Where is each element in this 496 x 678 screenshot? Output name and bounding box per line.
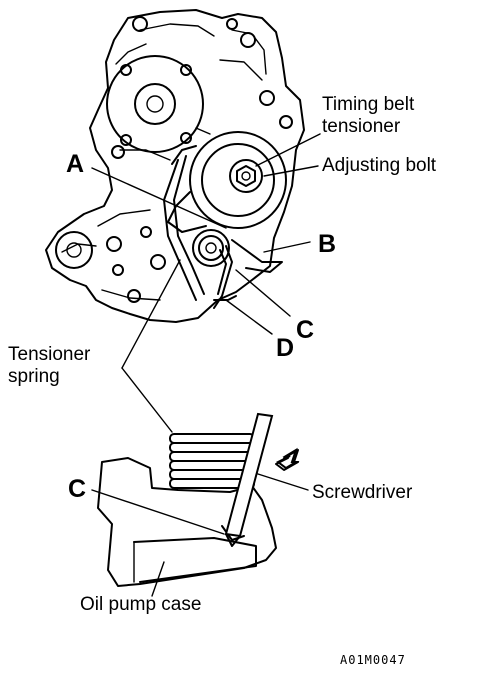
engine-upper-illustration: [45, 9, 305, 323]
tensioner-spring-label-line1: Tensioner: [8, 344, 91, 365]
tensioner-spring-coil: [169, 433, 255, 489]
timing-belt-tensioner-label: Timing belt tensioner: [322, 94, 420, 137]
callout-d: D: [276, 334, 294, 362]
upper-leader-lines: [91, 133, 321, 433]
tensioner-spring-label: Tensioner spring: [8, 344, 96, 387]
callout-a: A: [66, 150, 84, 178]
adjusting-bolt-label: Adjusting bolt: [322, 155, 437, 176]
screwdriver-shape: [224, 412, 274, 547]
callout-c-upper: C: [296, 316, 314, 344]
tensioner-spring-label-line2: spring: [8, 366, 60, 387]
timing-belt-tensioner-label-line2: tensioner: [322, 116, 401, 137]
lower-leader-lines: [91, 473, 309, 597]
oil-pump-case-illustration: [97, 412, 277, 587]
push-direction-arrow-icon: [275, 447, 300, 471]
screwdriver-label: Screwdriver: [312, 482, 413, 503]
oil-pump-case-label: Oil pump case: [80, 594, 201, 615]
callout-b: B: [318, 230, 336, 258]
timing-belt-tensioner-label-line1: Timing belt: [322, 94, 415, 115]
callout-c-lower: C: [68, 475, 86, 503]
figure-code: A01M0047: [340, 653, 406, 667]
